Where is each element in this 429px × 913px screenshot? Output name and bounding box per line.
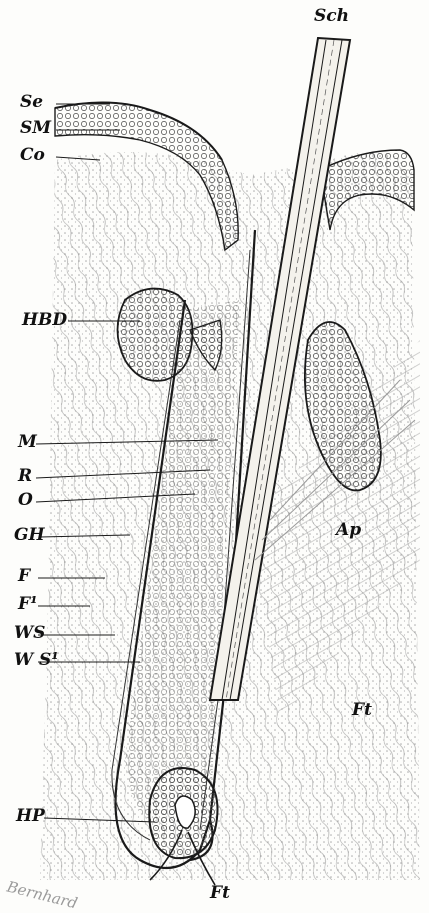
label-ws: WS xyxy=(14,625,45,642)
label-ws1: W S¹ xyxy=(14,652,59,669)
label-sm: SM xyxy=(20,120,51,137)
dermis-tissue xyxy=(40,152,420,880)
label-hbd: HBD xyxy=(22,312,67,329)
label-co: Co xyxy=(20,147,45,164)
label-m: M xyxy=(18,434,37,451)
label-se: Se xyxy=(20,94,43,111)
label-r: R xyxy=(18,468,32,485)
label-hp: HP xyxy=(16,808,45,825)
label-ft-bottom: Ft xyxy=(210,885,230,902)
label-sch: Sch xyxy=(314,8,349,25)
label-f1: F¹ xyxy=(18,596,38,613)
label-ap: Ap xyxy=(336,522,361,539)
label-o: O xyxy=(18,492,33,509)
label-gh: GH xyxy=(14,527,45,544)
label-ft-right: Ft xyxy=(352,702,372,719)
label-f: F xyxy=(18,568,30,585)
